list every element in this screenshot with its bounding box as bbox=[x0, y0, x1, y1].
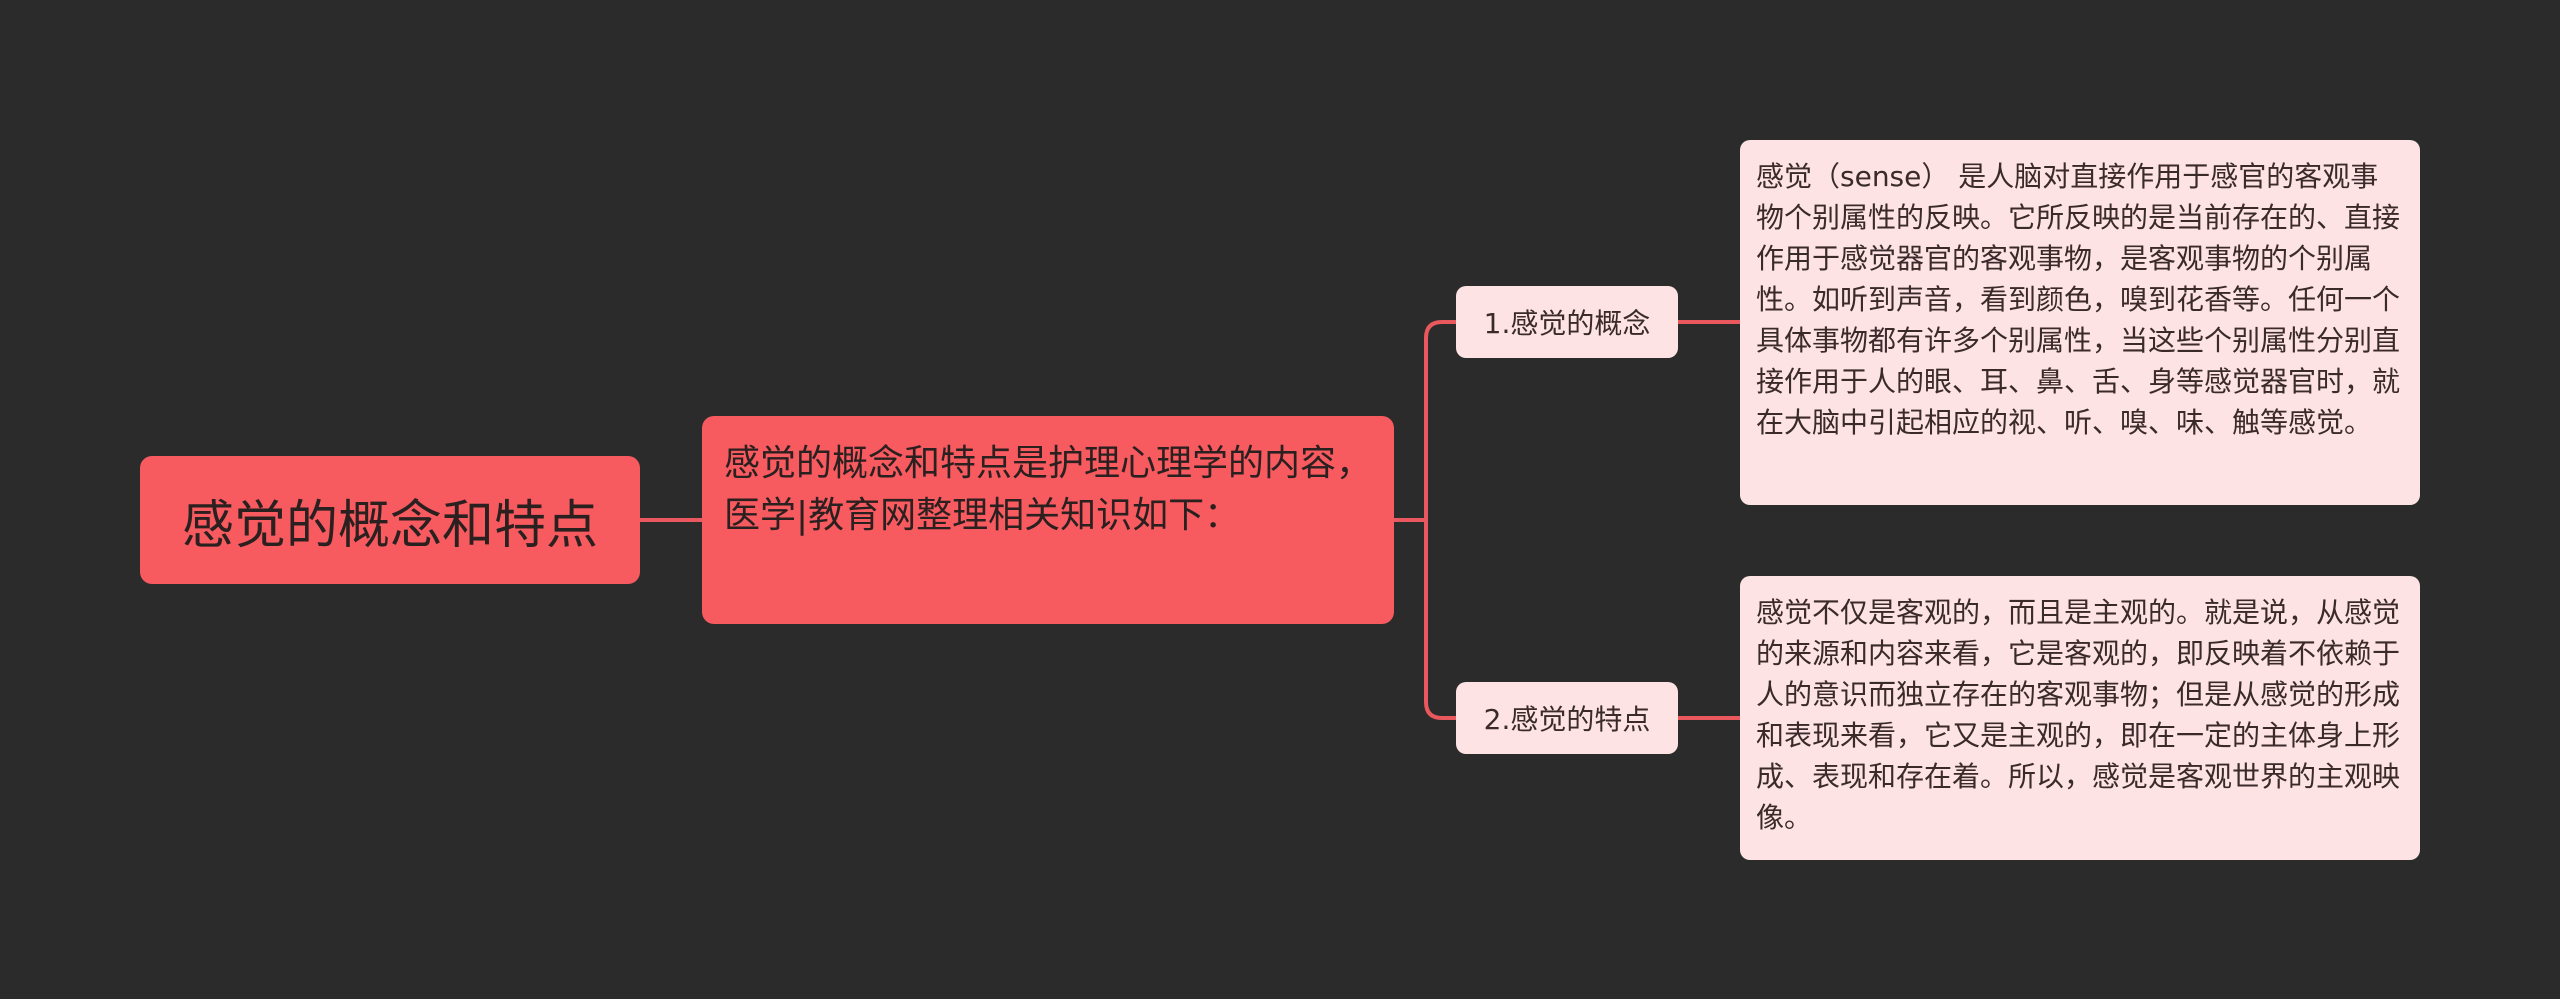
branch-node-concept[interactable]: 1.感觉的概念 bbox=[1456, 286, 1678, 358]
branch-label-concept: 1.感觉的概念 bbox=[1483, 307, 1651, 340]
branch-label-features: 2.感觉的特点 bbox=[1483, 703, 1651, 736]
leaf-node-concept-detail[interactable]: 感觉（sense） 是人脑对直接作用于感官的客观事物个别属性的反映。它所反映的是… bbox=[1740, 140, 2420, 505]
leaf-text-concept-detail: 感觉（sense） 是人脑对直接作用于感官的客观事物个别属性的反映。它所反映的是… bbox=[1756, 160, 2401, 439]
branch-node-features[interactable]: 2.感觉的特点 bbox=[1456, 682, 1678, 754]
intro-topic-node[interactable]: 感觉的概念和特点是护理心理学的内容，医学|教育网整理相关知识如下： bbox=[702, 416, 1394, 624]
leaf-text-features-detail: 感觉不仅是客观的，而且是主观的。就是说，从感觉的来源和内容来看，它是客观的，即反… bbox=[1756, 596, 2401, 834]
leaf-node-features-detail[interactable]: 感觉不仅是客观的，而且是主观的。就是说，从感觉的来源和内容来看，它是客观的，即反… bbox=[1740, 576, 2420, 860]
root-topic-label: 感觉的概念和特点 bbox=[181, 495, 598, 556]
connector-trunk bbox=[1424, 320, 1458, 720]
intro-topic-text: 感觉的概念和特点是护理心理学的内容，医学|教育网整理相关知识如下： bbox=[724, 443, 1373, 536]
root-topic-node[interactable]: 感觉的概念和特点 bbox=[140, 456, 640, 584]
